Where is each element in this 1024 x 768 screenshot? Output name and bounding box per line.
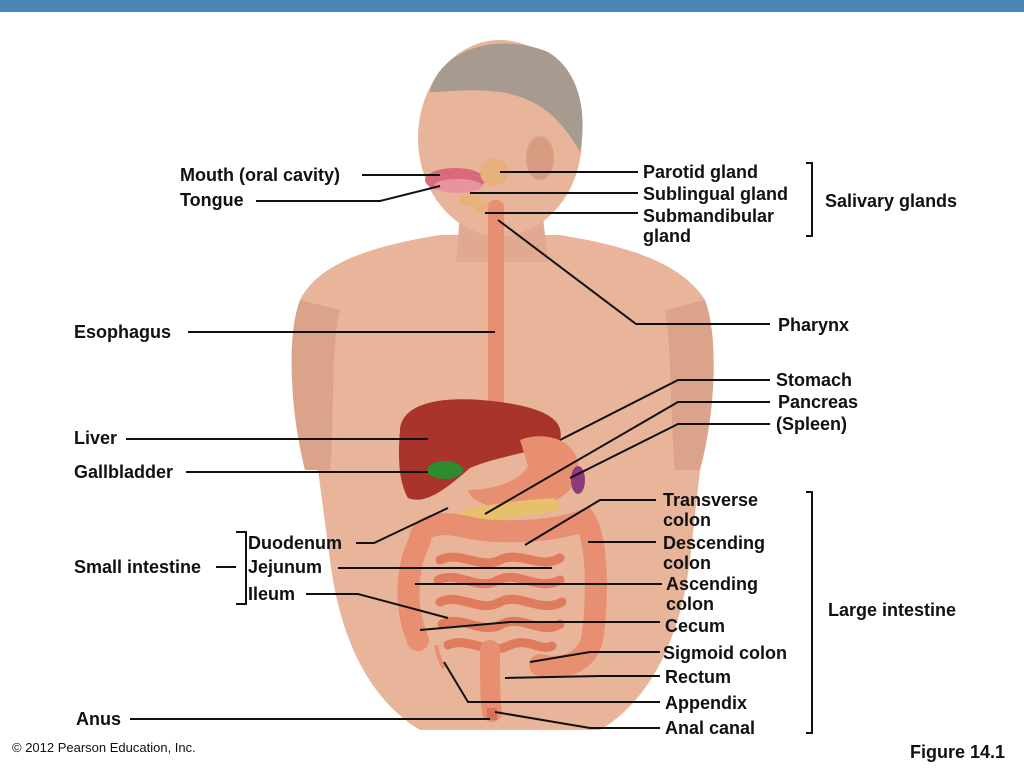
label-small-intestine: Small intestine	[74, 557, 202, 577]
label-transverse-colon: Transverse colon	[663, 490, 759, 530]
parotid-shape	[480, 158, 508, 186]
anal-canal-shape	[487, 708, 497, 720]
stomach-shape	[468, 436, 579, 509]
left-arm	[291, 300, 340, 470]
label-spleen: (Spleen)	[776, 414, 848, 434]
right-arm	[665, 300, 714, 470]
label-descending-colon: Descending colon	[663, 533, 766, 573]
label-ascending-colon: Ascending colon	[666, 574, 759, 614]
label-esophagus: Esophagus	[74, 322, 172, 342]
label-submandibular: Submandibular gland	[643, 206, 775, 246]
torso	[298, 235, 712, 730]
label-jejunum: Jejunum	[248, 557, 323, 577]
label-gallbladder: Gallbladder	[74, 462, 174, 482]
leader-lines	[126, 162, 813, 734]
appendix-shape	[434, 644, 446, 670]
label-appendix: Appendix	[665, 693, 748, 713]
label-anal-canal: Anal canal	[665, 718, 756, 738]
label-tongue: Tongue	[180, 190, 244, 210]
gallbladder-shape	[427, 461, 463, 479]
label-pancreas: Pancreas	[778, 392, 859, 412]
label-rectum: Rectum	[665, 667, 732, 687]
pancreas-shape	[460, 498, 560, 525]
label-parotid: Parotid gland	[643, 162, 759, 182]
top-bar	[0, 0, 1024, 12]
label-liver: Liver	[74, 428, 118, 448]
label-mouth: Mouth (oral cavity)	[180, 165, 341, 185]
copyright-text: © 2012 Pearson Education, Inc.	[12, 740, 196, 755]
label-salivary-glands: Salivary glands	[825, 191, 958, 211]
tongue-shape	[434, 179, 482, 193]
label-duodenum: Duodenum	[248, 533, 342, 553]
hair	[430, 43, 583, 153]
figure-label: Figure 14.1	[910, 742, 1006, 762]
ear	[526, 136, 554, 180]
label-pharynx: Pharynx	[778, 315, 850, 335]
label-sublingual: Sublingual gland	[643, 184, 788, 204]
label-ileum: Ileum	[248, 584, 296, 604]
label-anus: Anus	[76, 709, 121, 729]
label-large-intestine: Large intestine	[828, 600, 957, 620]
sublingual-shape	[458, 194, 482, 206]
label-cecum: Cecum	[665, 616, 726, 636]
label-stomach: Stomach	[776, 370, 853, 390]
spleen-shape	[571, 466, 585, 494]
label-sigmoid-colon: Sigmoid colon	[663, 643, 787, 663]
esophagus-shape	[488, 200, 504, 420]
